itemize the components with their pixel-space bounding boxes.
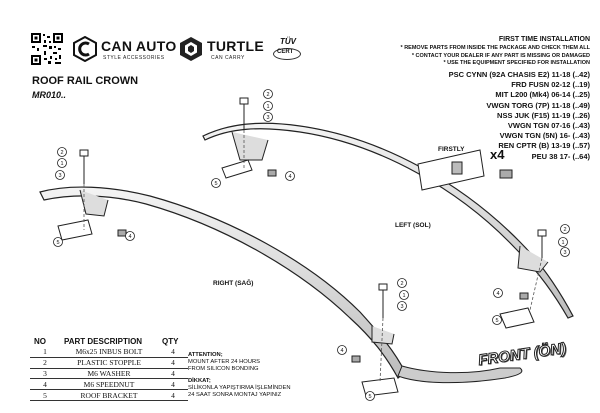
callout-label: 5	[495, 318, 498, 324]
callout-label: 5	[214, 181, 217, 187]
can-auto-tagline: STYLE ACCESSORIES	[103, 55, 165, 61]
callout-label: 4	[128, 234, 131, 240]
callout-label: 1	[60, 161, 63, 167]
attention-heading: ATTENTION;	[188, 352, 223, 358]
table-header-row: NO PART DESCRIPTION QTY	[30, 336, 188, 347]
callout-label: 3	[58, 173, 61, 179]
right-roof-rail	[39, 186, 523, 384]
first-time-heading: FIRST TIME INSTALLATION	[498, 36, 590, 43]
callout-label: 4	[288, 174, 291, 180]
instruction-line: * CONTACT YOUR DEALER IF ANY PART IS MIS…	[411, 52, 590, 59]
instruction-line: * REMOVE PARTS FROM INSIDE THE PACKAGE A…	[400, 45, 590, 51]
vehicle-model: REN CPTR (B) 13-19 (..57)	[498, 141, 590, 151]
vehicle-model: VWGN TORG (7P) 11-18 (..49)	[486, 100, 590, 110]
callout-label: 1	[561, 240, 564, 246]
callout-label: 3	[266, 115, 269, 121]
vehicle-model: PSC CYNN (92A CHASIS E2) 11-18 (..42)	[448, 70, 590, 79]
vehicle-model: PEU 38 17- (..64)	[531, 151, 590, 161]
bolts	[79, 97, 547, 363]
product-code: MR010..	[32, 90, 67, 100]
vehicle-model-list: PSC CYNN (92A CHASIS E2) 11-18 (..42) FR…	[449, 70, 590, 162]
table-row: 4 M6 SPEEDNUT 4	[30, 378, 188, 391]
callout-label: 2	[400, 281, 403, 287]
turtle-wordmark: TURTLE	[207, 38, 265, 54]
turtle-emblem-icon	[180, 37, 202, 61]
column-header: QTY	[162, 337, 179, 346]
vehicle-model: NSS JUK (F15) 11-19 (..26)	[497, 110, 590, 120]
left-side-label: LEFT (SOL)	[395, 222, 431, 229]
table-row: 2 PLASTIC STOPPLE 4	[30, 357, 188, 369]
callout-label: 2	[60, 150, 63, 156]
table-row: 3 M6 WASHER 4	[30, 368, 188, 380]
attention-heading-tr: DİKKAT;	[188, 378, 211, 384]
callout-label: 5	[56, 240, 59, 246]
right-side-label: RIGHT (SAĞ)	[213, 280, 254, 287]
first-time-installation: FIRST TIME INSTALLATION * REMOVE PARTS F…	[401, 36, 590, 68]
tuv-cert-label: CERT	[277, 49, 294, 55]
tuv-wordmark: TÜV	[280, 37, 296, 46]
callout-label: 2	[266, 92, 269, 98]
callout-label: 2	[563, 227, 566, 233]
table-row: 5 ROOF BRACKET 4	[30, 389, 188, 401]
quantity-x4-label: x4	[490, 147, 505, 162]
callout-label: 1	[402, 293, 405, 299]
instruction-line: * USE THE EQUIPMENT SPECIFIED FOR INSTAL…	[443, 60, 590, 66]
can-auto-emblem-icon	[73, 36, 97, 62]
left-roof-rail	[202, 122, 574, 319]
vehicle-model: VWGN TGN 07-16 (..43)	[507, 121, 590, 131]
callout-label: 4	[496, 291, 499, 297]
callout-label: 4	[340, 348, 343, 354]
table-row: 1 M6x25 INBUS BOLT 4	[30, 347, 188, 358]
callout-label: 3	[563, 250, 566, 256]
callout-circles	[53, 89, 570, 401]
vehicle-model: MIT L200 (Mk4) 06-14 (..25)	[495, 90, 590, 100]
tuv-logo: TÜV CERT	[272, 37, 302, 63]
bracket-plates	[57, 149, 535, 397]
can-auto-wordmark: CAN AUTO	[101, 38, 177, 54]
callout-label: 1	[266, 104, 269, 110]
column-header: PART DESCRIPTION	[64, 337, 143, 346]
vehicle-model: VWGN TGN (5N) 16- (..43)	[499, 131, 590, 141]
turtle-tagline: CAN CARRY	[211, 55, 245, 61]
callout-label: 3	[400, 304, 403, 310]
attention-note: ATTENTION; MOUNT AFTER 24 HOURS FROM SIL…	[188, 352, 291, 398]
product-title: ROOF RAIL CROWN	[32, 75, 139, 87]
column-header: NO	[34, 337, 46, 346]
firstly-label: FIRSTLY	[438, 146, 465, 153]
qr-code	[30, 32, 64, 66]
vehicle-model: FRD FUSN 02-12 (..19)	[511, 80, 590, 90]
parts-table: NO PART DESCRIPTION QTY 1 M6x25 INBUS BO…	[30, 336, 188, 401]
callout-label: 5	[368, 394, 371, 400]
